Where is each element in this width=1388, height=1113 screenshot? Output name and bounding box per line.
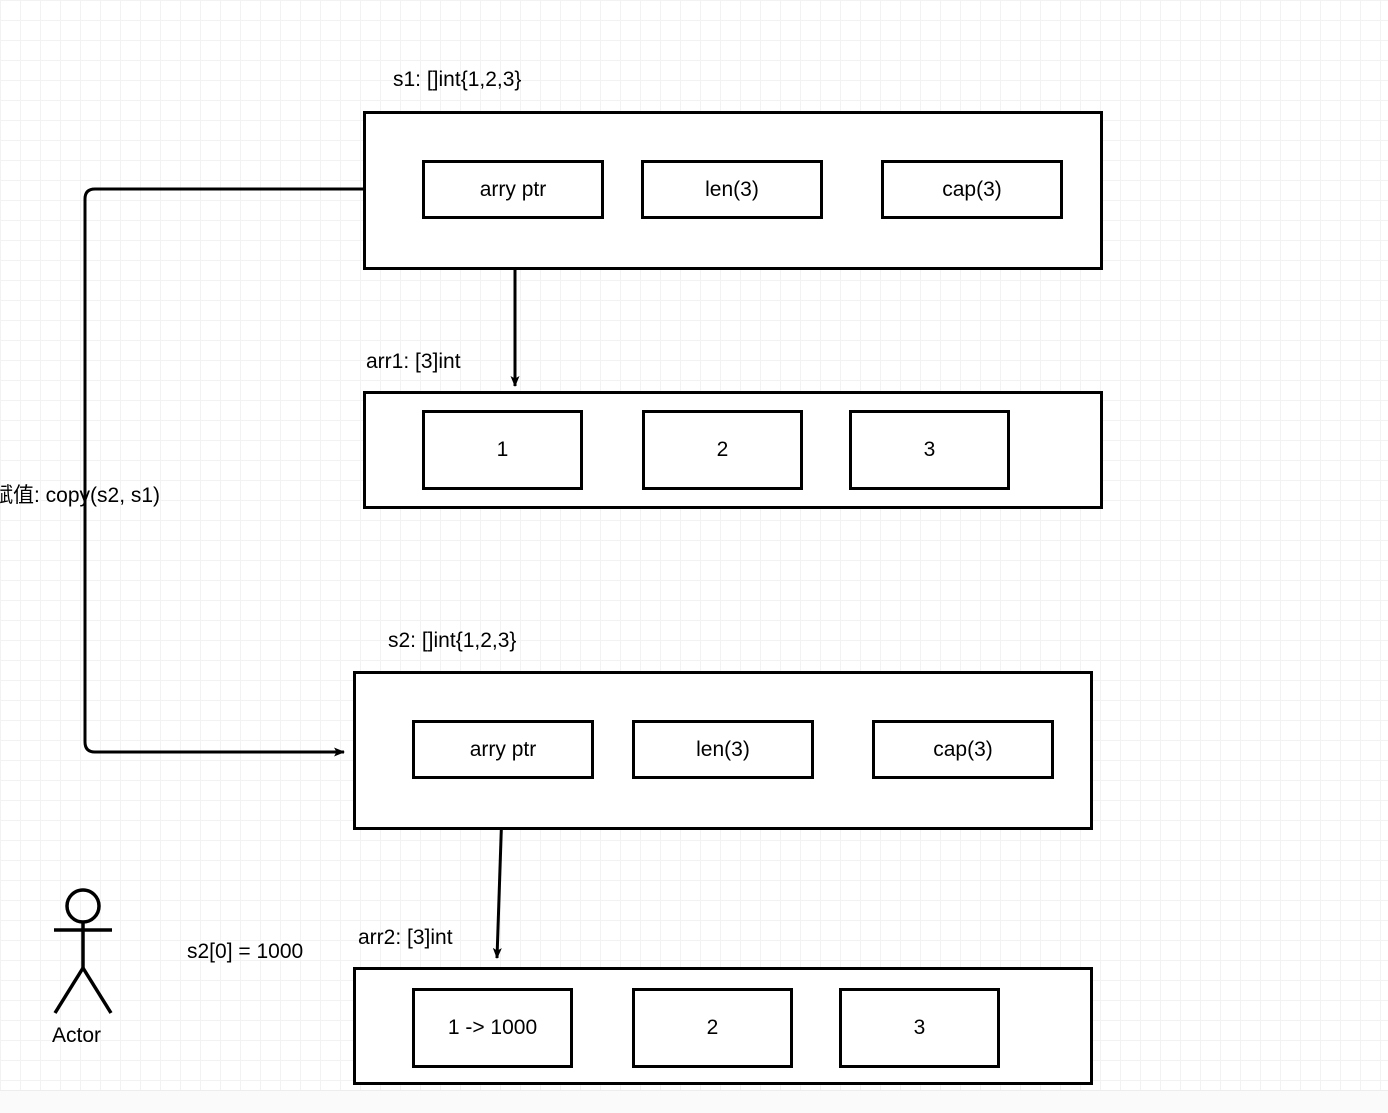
s2-field-len: len(3) bbox=[632, 720, 814, 779]
arr1-cell-0: 1 bbox=[422, 410, 583, 490]
actor-icon bbox=[53, 888, 113, 1014]
arr2-cell-0: 1 -> 1000 bbox=[412, 988, 573, 1068]
footer-strip bbox=[0, 1090, 1388, 1113]
s1-field-arry-ptr: arry ptr bbox=[422, 160, 604, 219]
s1-field-len: len(3) bbox=[641, 160, 823, 219]
arr2-caption: arr2: [3]int bbox=[358, 926, 453, 949]
arr1-cell-2: 3 bbox=[849, 410, 1010, 490]
arr1-cell-1: 2 bbox=[642, 410, 803, 490]
arr2-cell-1: 2 bbox=[632, 988, 793, 1068]
actor-label: Actor bbox=[52, 1024, 102, 1047]
s2-field-arry-ptr: arry ptr bbox=[412, 720, 594, 779]
s1-caption: s1: []int{1,2,3} bbox=[393, 68, 522, 91]
copy-edge-label: 赋值: copy(s2, s1) bbox=[0, 484, 161, 507]
assign-edge-label: s2[0] = 1000 bbox=[187, 940, 304, 963]
arr2-cell-2: 3 bbox=[839, 988, 1000, 1068]
arrow-s1-to-s2-copy bbox=[83, 187, 363, 757]
s2-caption: s2: []int{1,2,3} bbox=[388, 629, 517, 652]
s2-field-cap: cap(3) bbox=[872, 720, 1054, 779]
s1-field-cap: cap(3) bbox=[881, 160, 1063, 219]
arr1-caption: arr1: [3]int bbox=[366, 350, 461, 373]
